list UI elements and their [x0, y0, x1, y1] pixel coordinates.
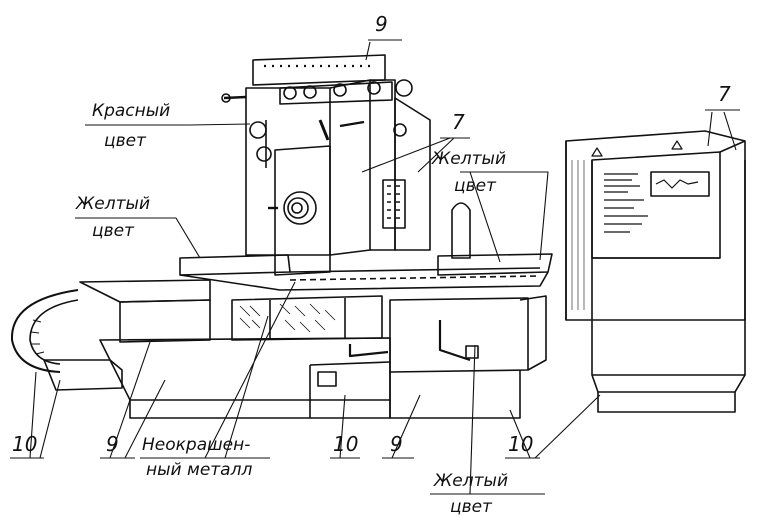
yellow-left-label-line1: Желтый	[76, 194, 151, 214]
yellow-right-label-line2: цвет	[454, 176, 496, 196]
unpainted-label-line1: Неокрашен-	[142, 435, 251, 455]
unpainted-label-line2: ный металл	[146, 460, 253, 480]
callout-7-right: 7	[718, 82, 731, 106]
callout-7-center: 7	[452, 110, 465, 134]
leader-lines	[10, 39, 740, 495]
callout-10-right: 10	[508, 432, 534, 456]
red-color-label-line2: цвет	[104, 131, 146, 151]
column	[221, 54, 471, 276]
callout-10-left: 10	[12, 432, 38, 456]
red-color-label-line1: Красный	[92, 101, 171, 121]
yellow-left-label-line2: цвет	[92, 221, 134, 241]
control-cabinet	[565, 130, 746, 413]
callout-9-bottom-center: 9	[390, 432, 403, 456]
callout-9-top: 9	[375, 12, 388, 36]
callout-9-bottom-left: 9	[106, 432, 119, 456]
callout-10-middle: 10	[333, 432, 359, 456]
yellow-right-label-line1: Желтый	[432, 149, 507, 169]
table-bed	[10, 253, 553, 419]
yellow-bottom-label-line1: Желтый	[434, 471, 509, 491]
yellow-bottom-label-line2: цвет	[450, 497, 492, 517]
